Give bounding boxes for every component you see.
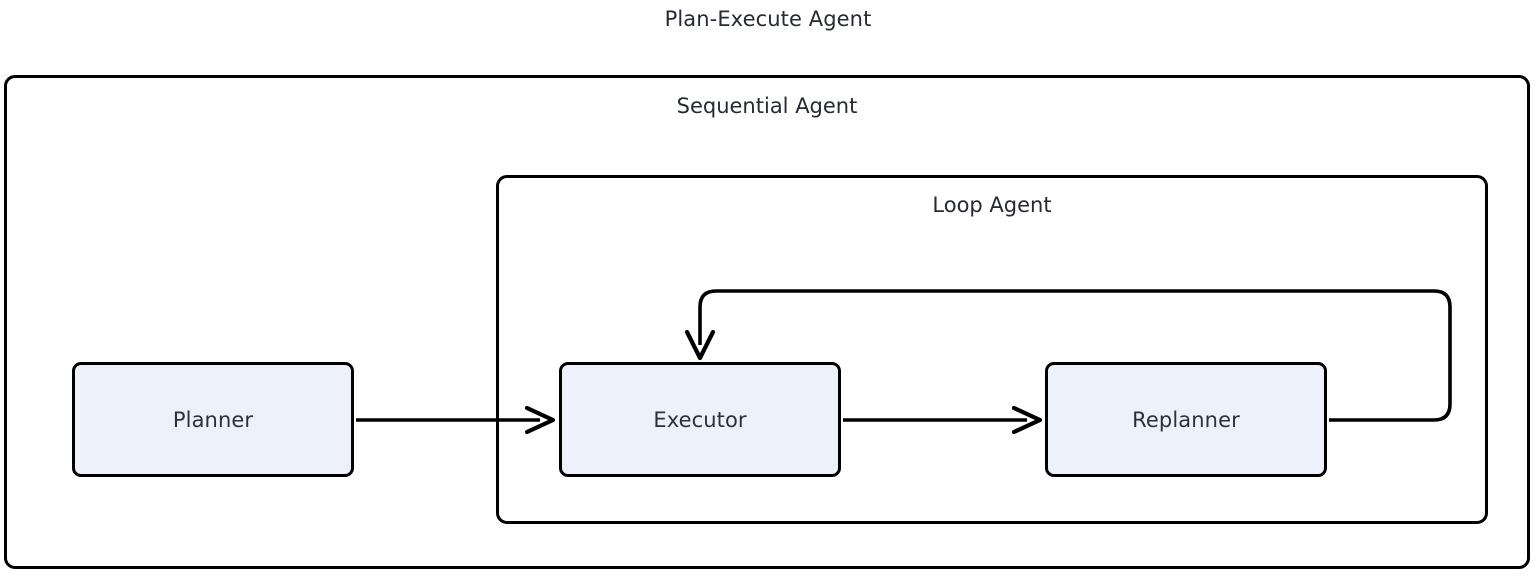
node-label-executor: Executor: [653, 407, 747, 432]
group-sequential-agent: [4, 75, 1530, 569]
group-loop-agent: [496, 175, 1488, 524]
group-label-loop-agent: Loop Agent: [932, 193, 1052, 217]
node-label-planner: Planner: [172, 407, 254, 432]
group-label-sequential-agent: Sequential Agent: [676, 94, 858, 118]
node-label-replanner: Replanner: [1132, 407, 1240, 432]
diagram-title: Plan-Execute Agent: [664, 7, 872, 31]
node-executor[interactable]: Executor: [559, 362, 841, 477]
node-replanner[interactable]: Replanner: [1045, 362, 1327, 477]
node-planner[interactable]: Planner: [72, 362, 354, 477]
